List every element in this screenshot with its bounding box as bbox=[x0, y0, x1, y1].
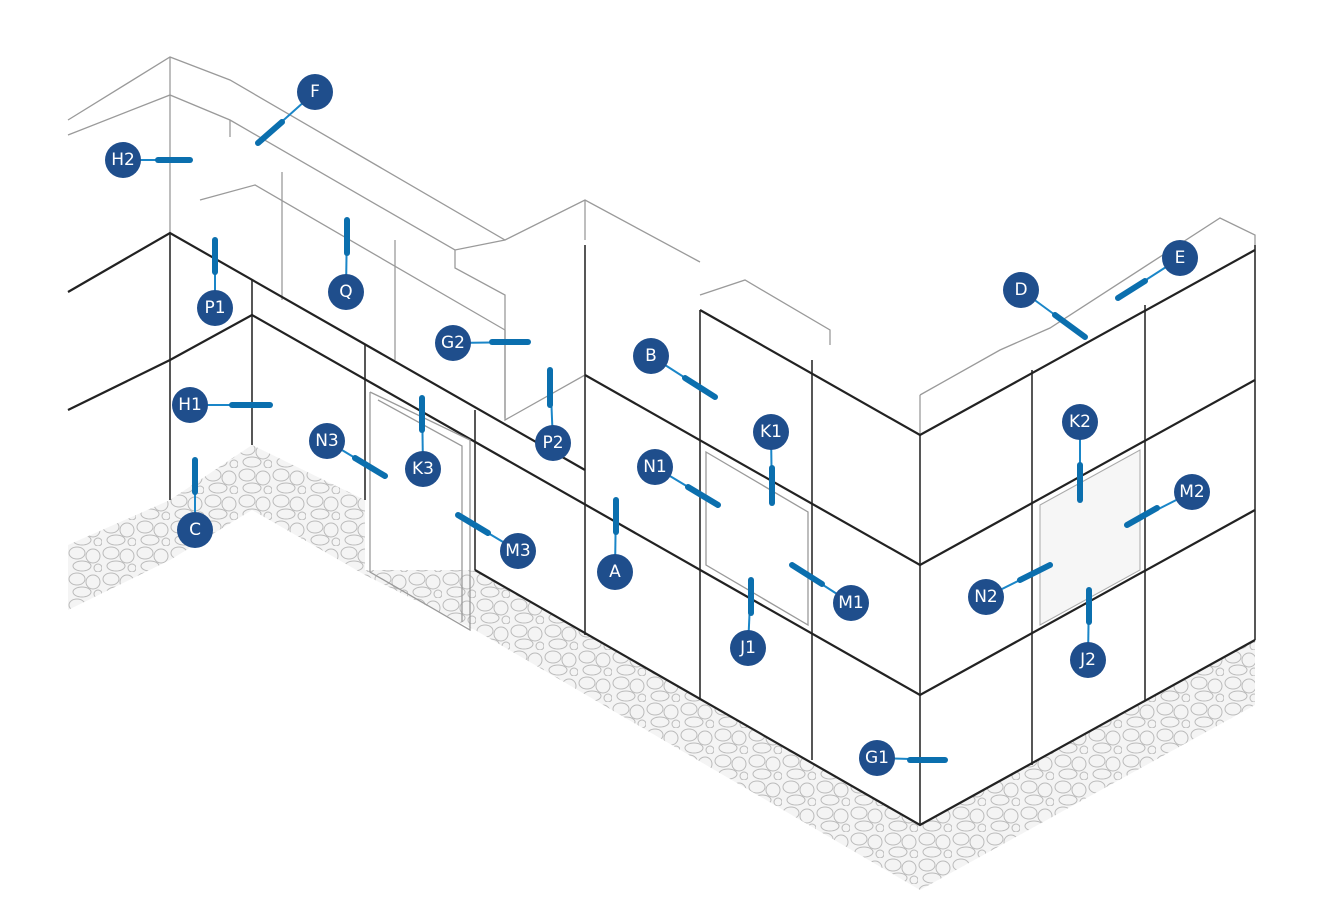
svg-text:J2: J2 bbox=[1079, 650, 1096, 670]
callout-N1: N1 bbox=[637, 449, 721, 508]
svg-text:K2: K2 bbox=[1069, 412, 1091, 432]
callout-M1: M1 bbox=[789, 562, 869, 621]
building-linework bbox=[67, 56, 1256, 827]
callout-M2: M2 bbox=[1124, 474, 1210, 528]
callout-G2: G2 bbox=[435, 325, 531, 361]
callout-K3: K3 bbox=[405, 395, 441, 487]
svg-text:F: F bbox=[310, 82, 320, 102]
svg-text:P2: P2 bbox=[542, 433, 563, 453]
callout-D: D bbox=[1003, 272, 1088, 340]
svg-text:G2: G2 bbox=[441, 333, 465, 353]
callout-F: F bbox=[255, 74, 333, 146]
callout-H2: H2 bbox=[105, 142, 193, 178]
svg-text:M3: M3 bbox=[505, 541, 530, 561]
callout-M3: M3 bbox=[455, 512, 536, 569]
svg-text:M1: M1 bbox=[838, 593, 863, 613]
callout-C: C bbox=[177, 457, 213, 548]
callout-G1: G1 bbox=[859, 740, 948, 776]
callout-N2: N2 bbox=[968, 562, 1053, 615]
callout-K1: K1 bbox=[753, 414, 789, 506]
svg-text:K3: K3 bbox=[412, 459, 434, 479]
svg-text:H1: H1 bbox=[178, 395, 202, 415]
callout-P1: P1 bbox=[197, 237, 233, 326]
svg-text:N3: N3 bbox=[315, 431, 339, 451]
callout-P2: P2 bbox=[535, 367, 571, 461]
svg-text:E: E bbox=[1175, 248, 1186, 268]
callout-J1: J1 bbox=[730, 577, 766, 666]
svg-text:G1: G1 bbox=[865, 748, 889, 768]
svg-text:N1: N1 bbox=[643, 457, 667, 477]
callout-N3: N3 bbox=[309, 423, 388, 479]
svg-text:K1: K1 bbox=[760, 422, 782, 442]
stone-base bbox=[68, 445, 1255, 890]
svg-text:Q: Q bbox=[339, 282, 352, 302]
callout-Q: Q bbox=[328, 217, 364, 310]
callout-E: E bbox=[1115, 240, 1198, 301]
svg-text:M2: M2 bbox=[1179, 482, 1204, 502]
callout-J2: J2 bbox=[1070, 587, 1106, 678]
svg-text:H2: H2 bbox=[111, 150, 135, 170]
svg-text:A: A bbox=[609, 562, 621, 582]
svg-text:D: D bbox=[1014, 280, 1027, 300]
svg-text:B: B bbox=[645, 346, 657, 366]
svg-text:P1: P1 bbox=[204, 298, 225, 318]
svg-text:J1: J1 bbox=[739, 638, 756, 658]
callouts: F H2 P1 Q G2 B D E H1 N3 K3 P2 K1 N1 K2 … bbox=[105, 74, 1210, 776]
callout-K2: K2 bbox=[1062, 404, 1098, 503]
svg-text:N2: N2 bbox=[974, 587, 998, 607]
callout-A: A bbox=[597, 497, 633, 590]
callout-H1: H1 bbox=[172, 387, 273, 423]
callout-B: B bbox=[633, 338, 718, 400]
svg-text:C: C bbox=[189, 520, 201, 540]
